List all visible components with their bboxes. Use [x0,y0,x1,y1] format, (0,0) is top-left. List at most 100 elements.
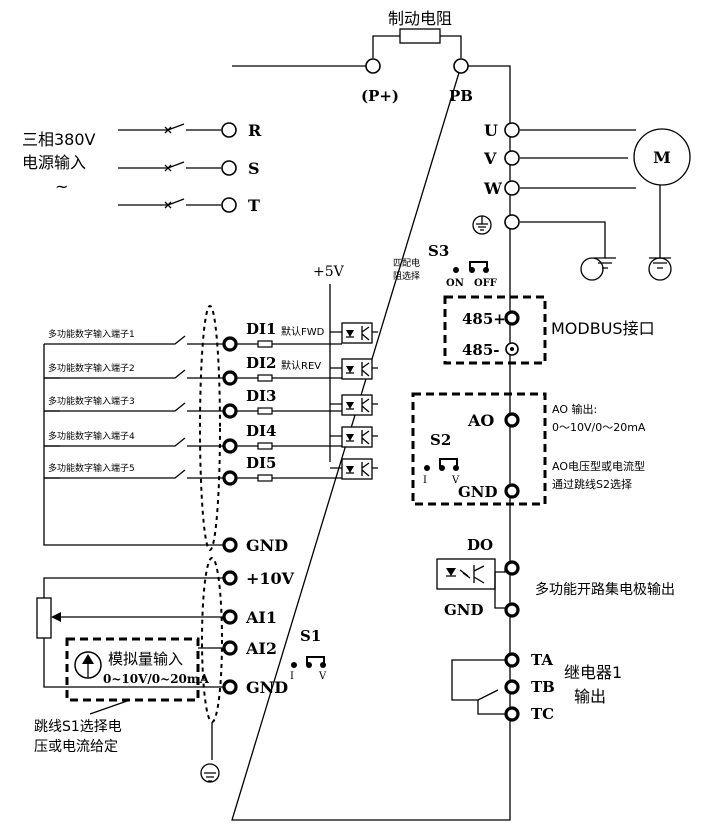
power-label-2: 电源输入 [22,153,86,172]
brake-resistor: 制动电阻 [372,9,462,58]
s3-off: OFF [474,278,497,289]
motor-wiring [520,129,671,269]
ao-note-4: 通过跳线S2选择 [552,477,632,491]
analog-shield-marker [201,557,223,723]
ground-icon [648,257,672,281]
terminal-v [504,150,520,166]
label-w: W [483,179,503,198]
s1-label: S1 [300,627,321,645]
terminal-r [221,122,237,138]
current-source-icon [74,651,102,679]
terminal-tc [504,706,520,722]
terminal-di4 [222,438,238,454]
do-optocoupler [436,558,506,609]
terminal-do-gnd [504,602,520,618]
terminal-di5 [222,470,238,486]
relay-label-2: 输出 [574,687,606,706]
ao-box [411,392,547,506]
di-common-line [43,344,223,546]
optocoupler-icon [341,426,378,448]
label-di2: DI2 [246,354,276,372]
ao-note-1: AO 输出: [552,402,597,416]
pe-ground-icon [472,215,492,235]
label-ta: TA [531,651,553,669]
terminal-ao [504,412,520,428]
analog-box-line2: 0~10V/0~20mA [103,672,210,686]
motor-icon [633,128,691,186]
s3-caption-2: 阻选择 [393,270,420,282]
label-ai1: AI1 [245,608,277,627]
di-optocouplers [341,322,378,480]
optocoupler-icon [341,322,378,344]
label-tc: TC [531,705,554,723]
label-485-plus: 485+ [462,310,506,328]
terminal-di-gnd [222,537,238,553]
s1-v: V [318,671,327,682]
label-s: S [248,159,260,178]
label-u: U [484,121,498,140]
s2-i: I [423,475,427,486]
optocoupler-icon [341,394,378,416]
terminal-ta [504,652,520,668]
s1-jumper [291,656,326,668]
power-label-1: 三相380V [22,130,96,149]
plus5v-label: +5V [313,264,345,280]
terminal-do [504,560,520,576]
ao-note-3: AO电压型或电流型 [552,459,645,473]
shield-ground-icon [200,763,220,783]
label-485-minus: 485- [462,341,500,359]
terminal-di1 [222,336,238,352]
label-analog-gnd: GND [246,678,288,697]
label-p-plus: (P+) [361,87,399,105]
s1-note-1: 跳线S1选择电 [34,719,122,735]
s3-caption-1: 匹配电 [393,257,420,269]
s1-note-2: 压或电流给定 [34,739,118,755]
label-tb: TB [531,678,555,696]
label-di4: DI4 [246,422,276,440]
analog-input-box [65,637,200,702]
brake-resistor-title: 制动电阻 [388,9,452,28]
motor-label: M [653,148,671,167]
terminal-u [504,122,520,138]
di-default: 默认FWD [281,325,325,338]
terminal-pb [453,58,469,74]
terminal-di3 [222,403,238,419]
di-default: 默认REV [281,359,321,372]
di-desc: 多功能数字输入端子3 [48,395,135,407]
label-pb: PB [449,87,473,105]
modbus-label: MODBUS接口 [551,319,655,338]
relay-label-1: 继电器1 [564,663,622,682]
terminal-di2 [222,370,238,386]
di-desc: 多功能数字输入端子4 [48,430,135,442]
label-10v: +10V [246,569,295,588]
label-ai2: AI2 [245,639,277,658]
terminal-ai2 [222,640,238,656]
plus5v-bus [329,284,342,469]
s2-jumper [424,458,459,471]
terminal-s [221,160,237,176]
terminal-analog-gnd [222,679,238,695]
modbus-box [443,295,547,365]
potentiometer [36,577,223,688]
di-desc: 多功能数字输入端子2 [48,362,135,374]
terminal-10v [222,570,238,586]
s2-label: S2 [430,431,451,449]
s3-jumper [453,261,489,273]
terminal-w [504,180,520,196]
ao-note-2: 0～10V/0～20mA [552,421,646,434]
terminal-p-plus [365,58,381,74]
power-input-lines [118,123,221,209]
label-v: V [483,149,497,168]
analog-box-line1: 模拟量输入 [108,650,183,668]
s3-label: S3 [428,242,449,260]
label-di3: DI3 [246,387,276,405]
di-twisted-pair-marker [199,305,221,551]
power-label-3: ~ [55,177,68,196]
s3-on: ON [446,278,464,289]
relay-wiring [451,659,505,715]
label-do-gnd: GND [444,601,484,619]
drive-enclosure [231,65,511,821]
label-ao: AO [467,411,494,430]
